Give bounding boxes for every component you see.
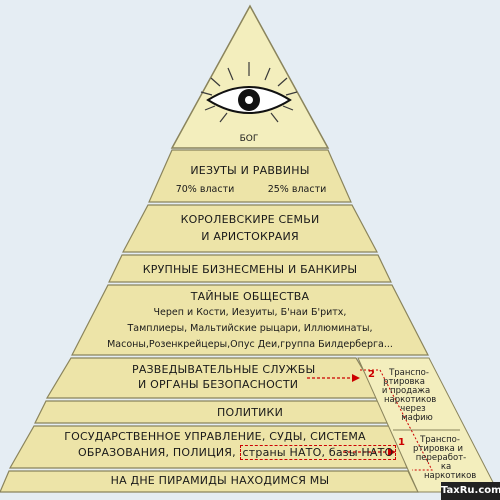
side-note-1-line: ка: [440, 462, 452, 472]
side-note-2-line: Транспо-: [389, 368, 429, 378]
apex-label: БОГ: [239, 134, 259, 144]
tier-3-band: [108, 254, 392, 283]
side-note-2-line: мафию: [401, 413, 433, 423]
tier-2-line-1: КОРОЛЕВСКИРЕ СЕМЬИ: [180, 213, 320, 226]
side-outline: [360, 369, 433, 471]
apex-triangle: [170, 4, 330, 149]
watermark: TaxRu.com: [441, 482, 500, 500]
side-note-1-line: переработ-: [415, 453, 467, 463]
eye-rays: [200, 62, 298, 123]
tier-1-left-share: 70% власти: [175, 184, 235, 195]
tier-1-band: [148, 149, 352, 203]
tier-7-line-2-text: ОБРАЗОВАНИЯ, ПОЛИЦИЯ,: [78, 446, 236, 459]
tier-4-title: ТАЙНЫЕ ОБЩЕСТВА: [190, 290, 310, 303]
side-note-1-line: наркотиков: [424, 471, 477, 481]
side-note-2-line: ртировка: [383, 377, 425, 387]
tier-3-title: КРУПНЫЕ БИЗНЕСМЕНЫ И БАНКИРЫ: [142, 263, 358, 276]
tier-8-title: НА ДНЕ ПИРАМИДЫ НАХОДИМСЯ МЫ: [110, 474, 330, 487]
tier-5-line-1: РАЗВЕДЫВАТЕЛЬНЫЕ СЛУЖБЫ: [132, 363, 316, 376]
arrow-2-head: [352, 374, 360, 382]
tier-4-line-3: Масоны,Розенкрейцеры,Опус Деи,группа Бил…: [107, 339, 393, 350]
nato-box: страны НАТО, базы НАТО: [239, 445, 397, 460]
tier-7-line-1: ГОСУДАРСТВЕННОЕ УПРАВЛЕНИЕ, СУДЫ, СИСТЕМ…: [64, 430, 366, 443]
side-note-2-line: и продажа: [381, 386, 431, 396]
side-note-1: Транспо- ртировка и переработ- ка наркот…: [404, 435, 477, 481]
side-note-1-line: Транспо-: [420, 435, 460, 445]
tier-6-title: ПОЛИТИКИ: [216, 406, 283, 419]
side-note-1-line: ртировка и: [412, 444, 464, 454]
tier-1-title: ИЕЗУТЫ И РАВВИНЫ: [190, 164, 310, 177]
tier-7-line-2: ОБРАЗОВАНИЯ, ПОЛИЦИЯ, страны НАТО, базы …: [52, 445, 397, 460]
tier-2-band: [122, 204, 378, 253]
side-note-1-number: 1: [398, 437, 405, 448]
eye-highlight: [245, 96, 253, 104]
side-note-2-line: через: [400, 404, 426, 414]
arrow-1-head: [388, 448, 396, 456]
tier-4-line-1: Череп и Кости, Иезуиты, Б'наи Б'ритх,: [153, 307, 347, 318]
tier-4-band: [71, 284, 429, 356]
tier-4-line-2: Тамплиеры, Мальтийские рыцари, Иллюминат…: [127, 323, 373, 334]
tier-1-right-share: 25% власти: [267, 184, 327, 195]
side-note-2-number: 2: [368, 369, 375, 380]
tier-2-line-2: И АРИСТОКРАИЯ: [201, 230, 299, 243]
side-note-2: Транспо- ртировка и продажа наркотиков ч…: [374, 368, 437, 423]
tier-5-line-2: И ОРГАНЫ БЕЗОПАСНОСТИ: [138, 378, 299, 391]
side-note-2-line: наркотиков: [384, 395, 437, 405]
